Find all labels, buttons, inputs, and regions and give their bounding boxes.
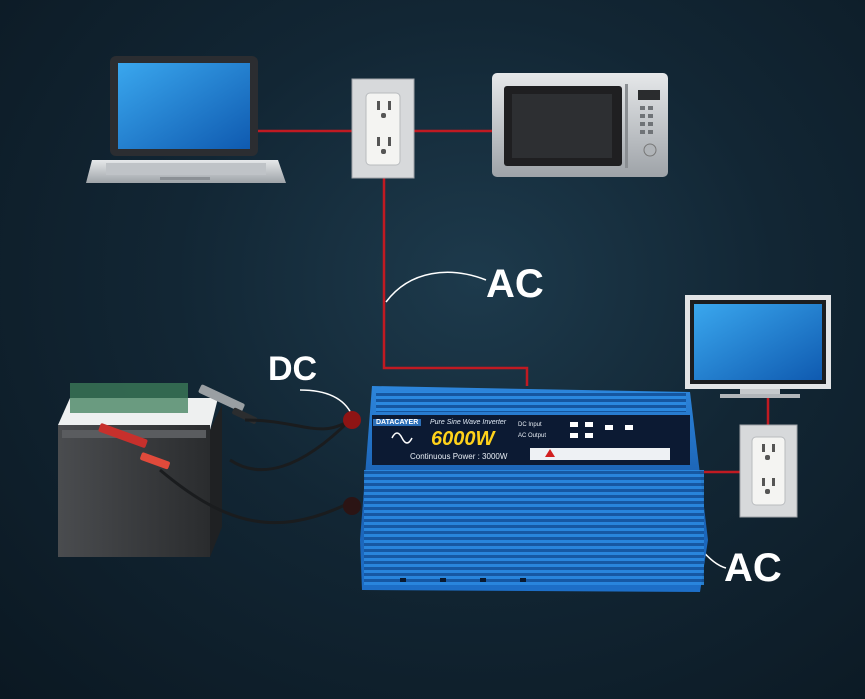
dc-cables (159, 418, 352, 525)
ac-wiring (258, 129, 770, 474)
power-inverter-icon (343, 386, 708, 592)
microwave-icon (492, 73, 668, 177)
dc-terminal-negative (343, 497, 361, 515)
wall-outlet-icon (739, 424, 798, 518)
inverter-model: Pure Sine Wave Inverter (430, 419, 507, 426)
battery-icon (58, 383, 222, 557)
dc-terminal-positive (343, 411, 361, 429)
inverter-dc-input-label: DC Input (518, 422, 542, 428)
ac-label-top: AC (486, 262, 544, 306)
tv-monitor-icon (685, 295, 831, 398)
wire-outlet-to-inverter (382, 178, 529, 386)
inverter-power-rating: 6000W (431, 428, 495, 450)
inverter-brand: DATACAYER (373, 419, 422, 426)
battery-clamp-red-icon (98, 423, 170, 470)
inverter-ac-output-label: AC Output (518, 433, 547, 439)
laptop-icon (86, 56, 286, 183)
inverter-continuous-power: Continuous Power : 3000W (410, 452, 508, 461)
pointer-ac-top (385, 271, 487, 303)
dc-label: DC (268, 350, 318, 388)
ac-label-bottom: AC (724, 546, 782, 590)
wall-outlet-icon (351, 78, 415, 179)
pointer-dc (299, 389, 353, 416)
